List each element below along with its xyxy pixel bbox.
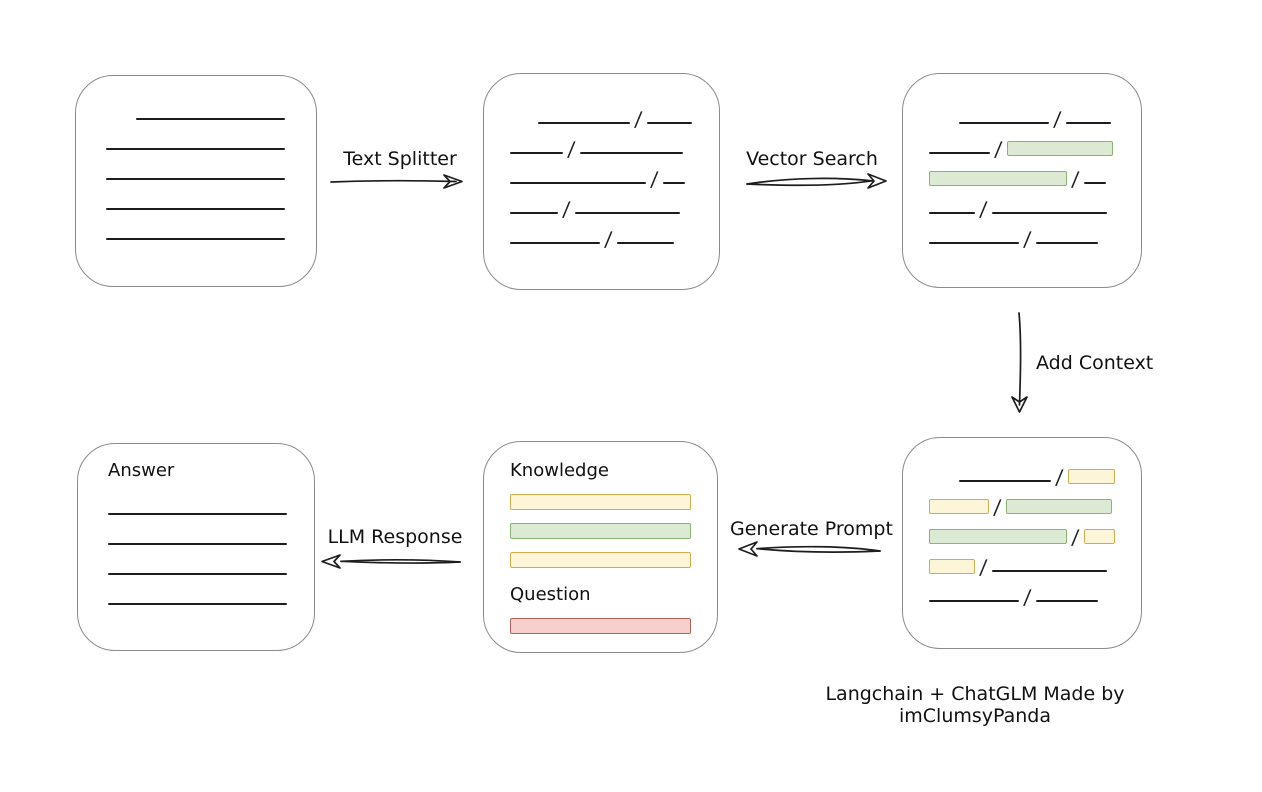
text-line — [616, 242, 674, 244]
text-line — [136, 118, 285, 120]
yellow-bar — [510, 494, 691, 510]
chunk-row — [108, 547, 287, 577]
text-line — [929, 212, 975, 214]
chunk-row: / — [510, 126, 693, 161]
text-line — [510, 242, 600, 244]
chunk-row — [108, 577, 287, 607]
prompt-content: Knowledge Question — [484, 442, 717, 634]
text-line — [108, 603, 287, 605]
text-line — [1065, 122, 1111, 124]
chunk-row: / — [929, 96, 1115, 131]
yellow-bar — [510, 552, 691, 568]
text-line — [1035, 600, 1098, 602]
slash-separator: / — [1022, 585, 1033, 609]
chunk-row: / — [510, 96, 693, 131]
chunk-row — [108, 487, 287, 517]
add-context-label: Add Context — [1036, 352, 1154, 374]
source-document-lines — [76, 76, 316, 242]
generate-prompt-label: Generate Prompt — [730, 518, 893, 540]
text-line — [510, 212, 558, 214]
text-line — [579, 152, 683, 154]
knowledge-label: Knowledge — [510, 460, 609, 481]
text-line — [991, 570, 1107, 572]
slash-separator: / — [1022, 227, 1033, 251]
red-bar — [510, 618, 691, 634]
vector-search-arrow — [746, 173, 887, 189]
text-line — [1035, 242, 1098, 244]
node-vector-matches: ///// — [902, 73, 1142, 288]
chunk-row: / — [510, 156, 693, 191]
chunk-row: / — [929, 216, 1115, 251]
question-bars — [510, 618, 691, 634]
text-line — [646, 122, 692, 124]
generate-prompt-arrow — [738, 541, 881, 557]
text-line — [991, 212, 1107, 214]
llm-response-label: LLM Response — [327, 526, 463, 548]
green-highlight-bar — [929, 529, 1067, 544]
text-line — [929, 152, 990, 154]
llm-response-arrow — [321, 554, 461, 569]
text-line — [574, 212, 680, 214]
text-line — [510, 152, 563, 154]
yellow-highlight-bar — [929, 559, 975, 574]
green-highlight-bar — [929, 171, 1067, 186]
green-bar — [510, 523, 691, 539]
node-context-chunks: ///// — [902, 437, 1142, 649]
text-line — [106, 208, 285, 210]
chunk-row — [106, 182, 286, 212]
answer-lines — [108, 481, 287, 607]
text-splitter-arrow — [330, 174, 463, 189]
split-chunks-lines: ///// — [484, 74, 719, 251]
chunk-row — [106, 122, 286, 152]
chunk-row: / — [510, 216, 693, 251]
node-source-document — [75, 75, 317, 287]
yellow-highlight-bar — [929, 499, 989, 514]
yellow-highlight-bar — [1083, 529, 1115, 544]
chunk-row: / — [929, 126, 1115, 161]
chunk-row: / — [510, 186, 693, 221]
text-line — [106, 148, 285, 150]
text-line — [510, 182, 646, 184]
text-line — [106, 238, 285, 240]
chunk-row: / — [929, 484, 1115, 519]
node-answer: Answer — [77, 443, 315, 651]
text-line — [929, 242, 1019, 244]
text-line — [929, 600, 1019, 602]
chunk-row — [106, 92, 286, 122]
context-chunks-lines: ///// — [903, 438, 1141, 609]
knowledge-bars — [510, 494, 691, 568]
chunk-row: / — [929, 186, 1115, 221]
text-line — [959, 122, 1049, 124]
add-context-arrow — [1011, 312, 1028, 413]
text-line — [108, 513, 287, 515]
green-highlight-bar — [1005, 499, 1112, 514]
chunk-row — [106, 152, 286, 182]
text-line — [108, 573, 287, 575]
yellow-highlight-bar — [1067, 469, 1115, 484]
text-splitter-label: Text Splitter — [343, 148, 457, 170]
slash-separator: / — [603, 227, 614, 251]
node-split-chunks: ///// — [483, 73, 720, 290]
chunk-row: / — [929, 514, 1115, 549]
vector-matches-lines: ///// — [903, 74, 1141, 251]
text-line — [538, 122, 630, 124]
vector-search-label: Vector Search — [746, 148, 878, 170]
chunk-row — [106, 212, 286, 242]
text-line — [108, 543, 287, 545]
text-line — [959, 480, 1051, 482]
node-prompt: Knowledge Question — [483, 441, 718, 653]
caption: Langchain + ChatGLM Made by imClumsyPand… — [825, 683, 1125, 727]
green-highlight-bar — [1006, 141, 1113, 156]
chunk-row: / — [929, 574, 1115, 609]
chunk-row: / — [929, 454, 1115, 489]
answer-content: Answer — [78, 444, 314, 607]
chunk-row: / — [929, 544, 1115, 579]
question-label: Question — [510, 584, 591, 605]
chunk-row — [108, 517, 287, 547]
text-line — [106, 178, 285, 180]
text-line — [662, 182, 685, 184]
text-line — [1083, 182, 1106, 184]
chunk-row: / — [929, 156, 1115, 191]
answer-label: Answer — [108, 460, 175, 481]
